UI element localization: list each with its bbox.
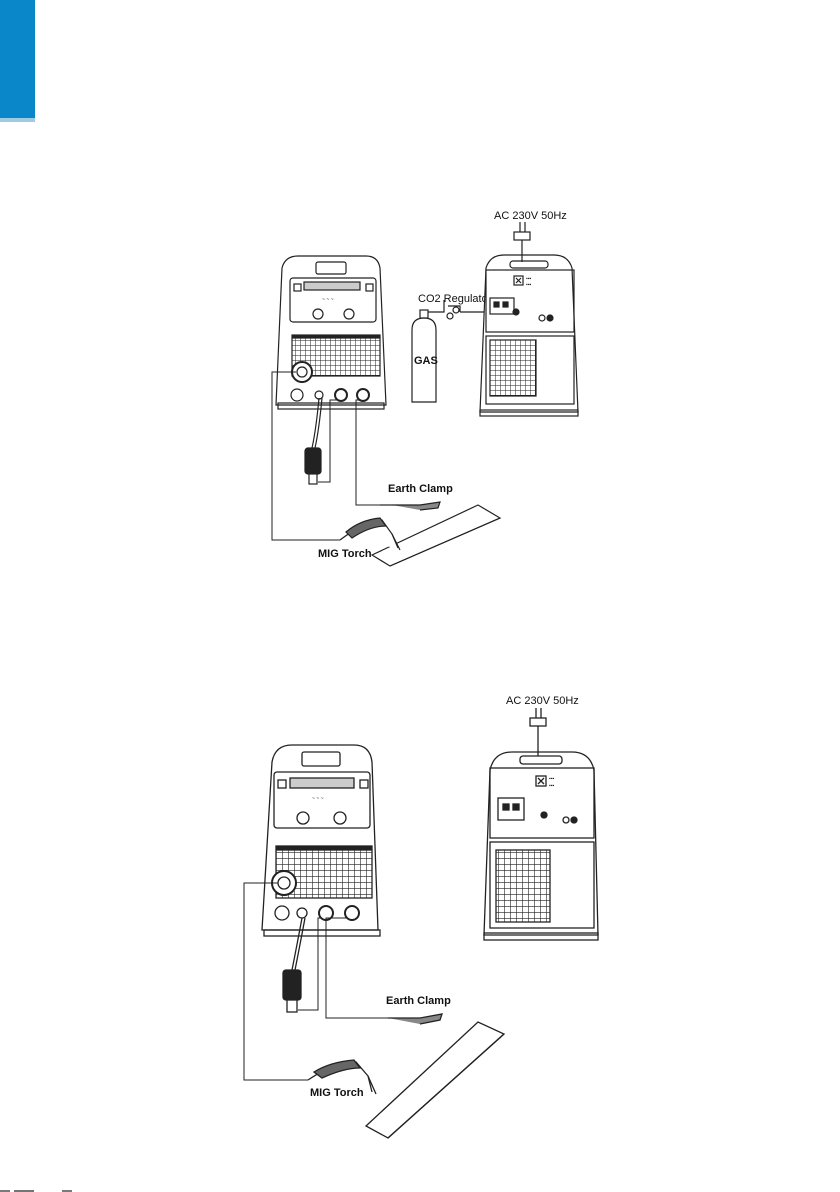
power-label-2: AC 230V 50Hz <box>506 695 579 707</box>
svg-text:▪▪▪: ▪▪▪ <box>549 776 555 782</box>
svg-text:~ ~ ~: ~ ~ ~ <box>322 297 334 303</box>
svg-text:~ ~ ~: ~ ~ ~ <box>312 796 324 802</box>
diagram-gasless: ~ ~ ~ <box>244 695 598 1138</box>
svg-text:▪▪▪: ▪▪▪ <box>549 783 555 789</box>
mig-torch-label-2: MIG Torch <box>310 1087 364 1099</box>
welder-front-unit-2: ~ ~ ~ <box>262 745 380 1012</box>
mig-torch-2: MIG Torch <box>308 1060 376 1099</box>
gas-label: GAS <box>414 355 438 367</box>
earth-clamp-label-2: Earth Clamp <box>386 995 451 1007</box>
co2-regulator-label: CO2 Regulator <box>418 293 492 305</box>
welder-rear-unit-2: ▪▪▪ ▪▪▪ AC 230V 50Hz <box>484 695 598 940</box>
svg-text:▪▪▪: ▪▪▪ <box>526 282 532 288</box>
mig-torch-label-1: MIG Torch <box>318 548 372 560</box>
earth-clamp-2: Earth Clamp <box>386 995 451 1024</box>
welder-rear-unit-1: ▪▪▪ ▪▪▪ AC 230V 50Hz <box>480 210 578 416</box>
gas-cylinder-1: GAS <box>412 310 438 402</box>
earth-clamp-1: Earth Clamp <box>380 483 453 510</box>
welder-front-unit-1: ~ ~ ~ <box>276 256 386 484</box>
workpiece-2 <box>366 1022 504 1138</box>
earth-clamp-label-1: Earth Clamp <box>388 483 453 495</box>
power-label-1: AC 230V 50Hz <box>494 210 567 222</box>
diagram-with-gas: ~ ~ ~ <box>272 210 578 566</box>
